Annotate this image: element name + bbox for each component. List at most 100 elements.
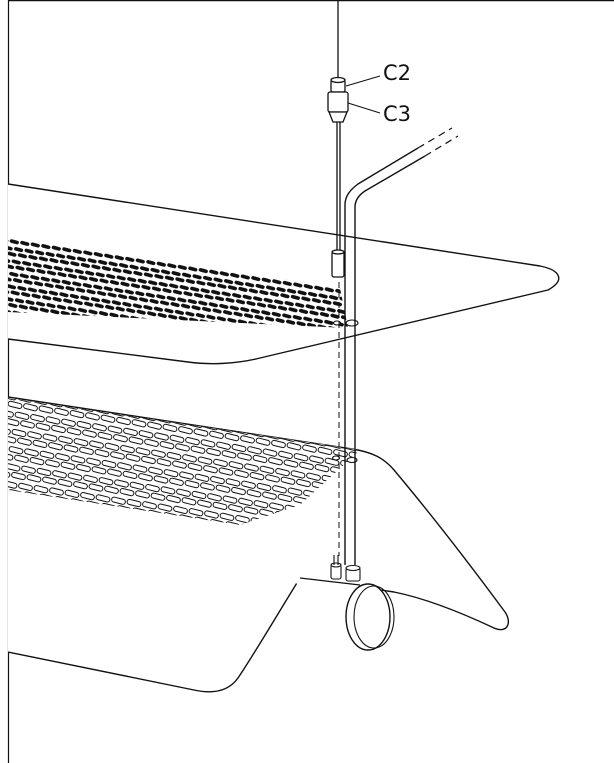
perforation-slot	[244, 282, 255, 288]
perforation-slot	[314, 285, 324, 291]
perforation-slot	[76, 463, 91, 473]
perforation-slot	[64, 489, 80, 498]
perforation-slot	[42, 295, 52, 301]
perforation-slot	[67, 306, 77, 312]
perforation-slot	[160, 486, 176, 495]
perforation-slot	[255, 437, 271, 446]
lower-shelf-hole-left	[331, 455, 341, 461]
perforation-slot	[264, 316, 275, 322]
perforation-slot	[8, 409, 14, 418]
perforation-slot	[80, 262, 91, 268]
perforation-slot	[150, 267, 160, 273]
perforation-slot	[334, 352, 344, 357]
perforation-slot	[309, 310, 319, 316]
perforation-slot	[52, 296, 62, 302]
perforation-slot	[160, 269, 171, 275]
perforation-slot	[306, 355, 316, 360]
perforation-slot	[185, 311, 195, 317]
perforation-slot	[255, 283, 265, 289]
perforation-slot	[11, 428, 27, 438]
perforation-slot	[254, 314, 264, 320]
perforation-slot	[214, 296, 225, 302]
perforation-slot	[120, 445, 135, 454]
perforation-slot	[235, 515, 250, 524]
perforation-slot	[169, 477, 184, 486]
perforation-slot	[313, 349, 323, 354]
perforation-slot	[355, 355, 365, 360]
perforation-slot	[231, 443, 247, 453]
perforation-slot	[8, 276, 12, 282]
perforation-slot	[24, 248, 34, 254]
perforation-slot	[0, 301, 7, 306]
label-c3: C3	[383, 102, 411, 126]
perforation-slot	[67, 472, 83, 481]
perforation-slot	[327, 358, 337, 363]
perforation-slot	[55, 253, 66, 259]
perforation-slot	[95, 494, 111, 503]
perforation-slot	[135, 490, 150, 499]
perforation-slot	[348, 362, 358, 367]
perforation-slot	[109, 312, 119, 318]
perforation-slot	[85, 412, 100, 421]
perforation-slot	[29, 457, 45, 466]
perforation-slot	[289, 358, 299, 363]
perforation-slot	[99, 278, 109, 284]
perforation-slot	[67, 273, 78, 279]
perforation-slot	[129, 481, 145, 490]
perforation-slot	[106, 273, 116, 279]
perforation-slot	[147, 421, 162, 430]
perforation-slot	[207, 493, 222, 502]
cable-gripper	[327, 76, 349, 123]
perforation-slot	[14, 411, 30, 420]
perforation-slot	[133, 270, 143, 276]
perforation-slot	[268, 457, 283, 466]
perforation-slot	[202, 275, 213, 281]
perforation-slot	[259, 290, 269, 296]
perforation-slot	[38, 405, 54, 414]
perforation-slot	[13, 247, 24, 253]
perforation-slot	[139, 266, 150, 272]
perforation-slot	[56, 304, 67, 310]
perforation-slot	[192, 274, 202, 280]
perforation-slot	[240, 307, 250, 313]
perforation-slot	[0, 307, 1, 312]
perforation-slot	[191, 305, 201, 311]
perforation-slot	[182, 454, 197, 463]
perforation-slot	[162, 288, 172, 294]
perforation-slot	[286, 442, 302, 451]
perforation-slot	[0, 416, 4, 424]
perforation-slot	[36, 268, 46, 274]
perforation-slot	[256, 482, 272, 492]
perforation-slot	[286, 288, 297, 294]
perforation-slot	[330, 346, 340, 351]
perforation-slot	[342, 366, 352, 371]
perforation-slot	[73, 300, 83, 306]
perforation-slot	[120, 281, 130, 287]
perforation-slot	[33, 281, 44, 287]
perforation-slot	[40, 276, 50, 282]
perforation-slot	[237, 452, 252, 461]
perforation-slot	[143, 305, 153, 311]
perforation-slot	[0, 282, 6, 287]
perforation-slot	[252, 454, 268, 463]
cylinder-top-edge	[299, 577, 361, 586]
perforation-slot	[42, 476, 57, 485]
perforation-slot	[97, 259, 108, 265]
perforation-slot	[88, 309, 98, 315]
perforation-slot	[221, 450, 237, 459]
perforation-slot	[35, 422, 51, 431]
perforation-slot	[107, 292, 117, 298]
perforation-slot	[157, 503, 173, 512]
perforation-slot	[0, 478, 2, 486]
perforation-slot	[179, 285, 189, 291]
perforation-slot	[135, 447, 151, 456]
perforation-slot	[206, 447, 221, 457]
top-shelf-sleeve	[331, 249, 345, 278]
perforation-slot	[262, 448, 278, 457]
perforation-slot	[276, 287, 286, 293]
perforation-slot	[8, 469, 11, 478]
perforation-slot	[108, 261, 118, 267]
perforation-slot	[178, 426, 193, 435]
perforation-slot	[103, 286, 113, 292]
perforation-slot	[93, 284, 103, 290]
